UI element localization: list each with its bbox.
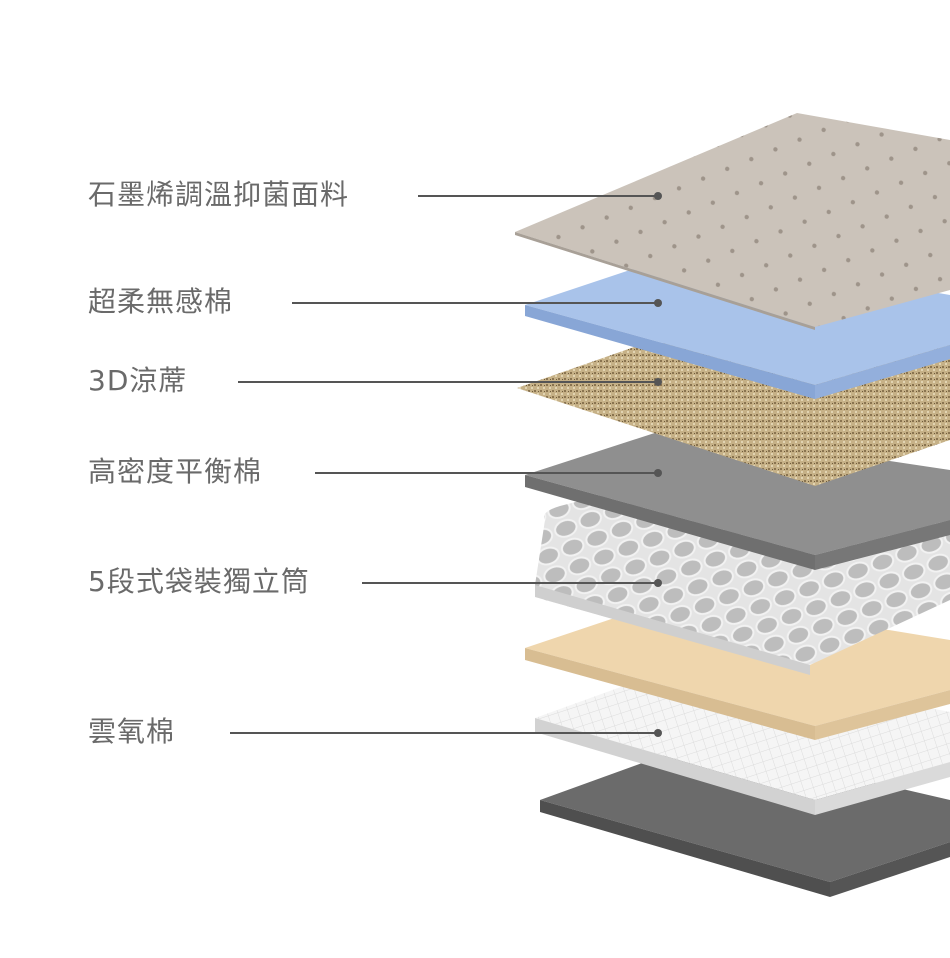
leader-dots <box>654 192 662 737</box>
layer-top-fabric <box>515 113 950 330</box>
label-3d-mesh: 3D涼蓆 <box>88 364 188 397</box>
label-soft-foam: 超柔無感棉 <box>88 285 234 318</box>
leader-dot-4 <box>654 469 662 477</box>
leader-lines <box>230 195 658 734</box>
label-balance-foam: 高密度平衡棉 <box>88 455 263 488</box>
leader-dot-2 <box>654 299 662 307</box>
label-cloud-foam: 雲氧棉 <box>88 715 176 748</box>
label-pocket-springs: 5段式袋裝獨立筒 <box>88 565 310 598</box>
leader-dot-1 <box>654 192 662 200</box>
leader-dot-6 <box>654 729 662 737</box>
label-graphene-fabric: 石墨烯調溫抑菌面料 <box>88 178 350 211</box>
leader-dot-3 <box>654 378 662 386</box>
leader-dot-5 <box>654 579 662 587</box>
